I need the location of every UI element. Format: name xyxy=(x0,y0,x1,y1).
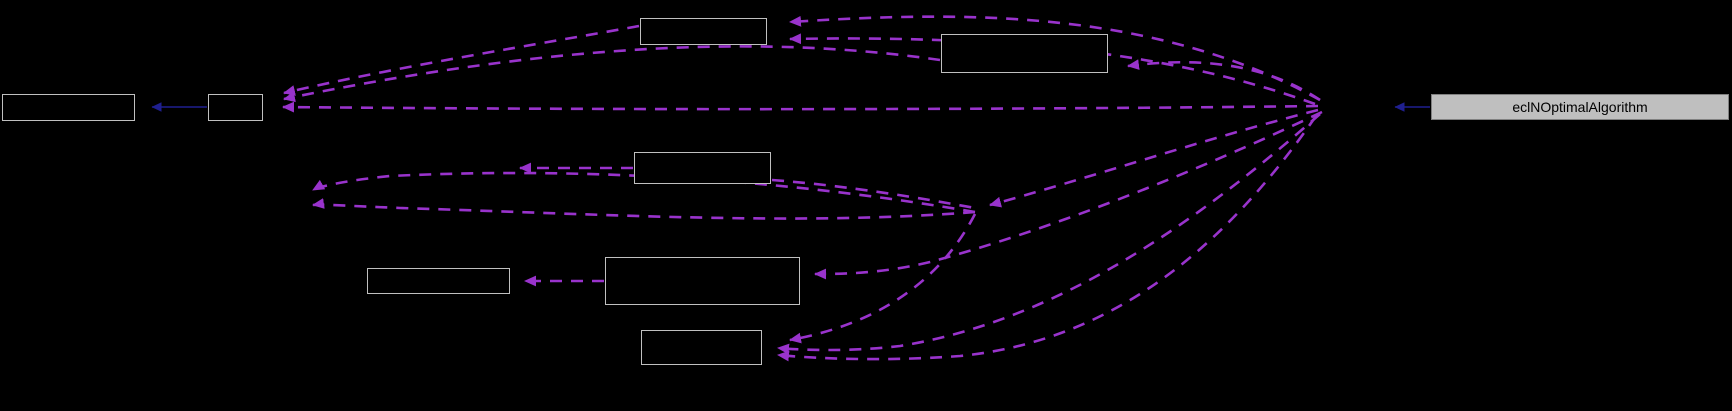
call-edge-junction-node7 xyxy=(789,213,977,344)
call-edge-junction-node1-b xyxy=(312,198,976,220)
graph-node-6[interactable] xyxy=(605,257,800,305)
graph-node-4[interactable] xyxy=(634,152,771,184)
call-edges xyxy=(282,15,1323,362)
graph-node-1[interactable] xyxy=(208,94,263,121)
graph-node-3[interactable] xyxy=(941,34,1108,73)
graph-node-2[interactable] xyxy=(640,18,767,45)
graph-node-0[interactable] xyxy=(2,94,135,121)
graph-node-5[interactable] xyxy=(367,268,510,294)
graph-node-7[interactable] xyxy=(641,330,762,365)
graph-node-ecl-n-optimal-algorithm[interactable]: eclNOptimalAlgorithm xyxy=(1431,94,1729,120)
call-edge-hub-node3 xyxy=(1127,59,1321,102)
call-edge-hub-node6 xyxy=(814,110,1323,280)
call-edge-hub-node7-a xyxy=(777,113,1321,355)
call-edge-hub-node7-b xyxy=(777,115,1318,362)
call-edge-hub-node1 xyxy=(282,101,1319,113)
call-edge-hub-node4-area xyxy=(989,108,1319,208)
call-edge-node2-node1 xyxy=(283,24,640,96)
call-edge-node3-node1 xyxy=(283,45,941,103)
call-edge-hub-node2-b xyxy=(789,33,1316,106)
call-edge-junction-node1-a xyxy=(312,171,976,214)
graph-node-ecl-n-optimal-algorithm-label: eclNOptimalAlgorithm xyxy=(1512,99,1648,115)
call-edge-hub-node2-a xyxy=(789,15,1321,102)
call-edge-node4-junction xyxy=(771,178,976,210)
